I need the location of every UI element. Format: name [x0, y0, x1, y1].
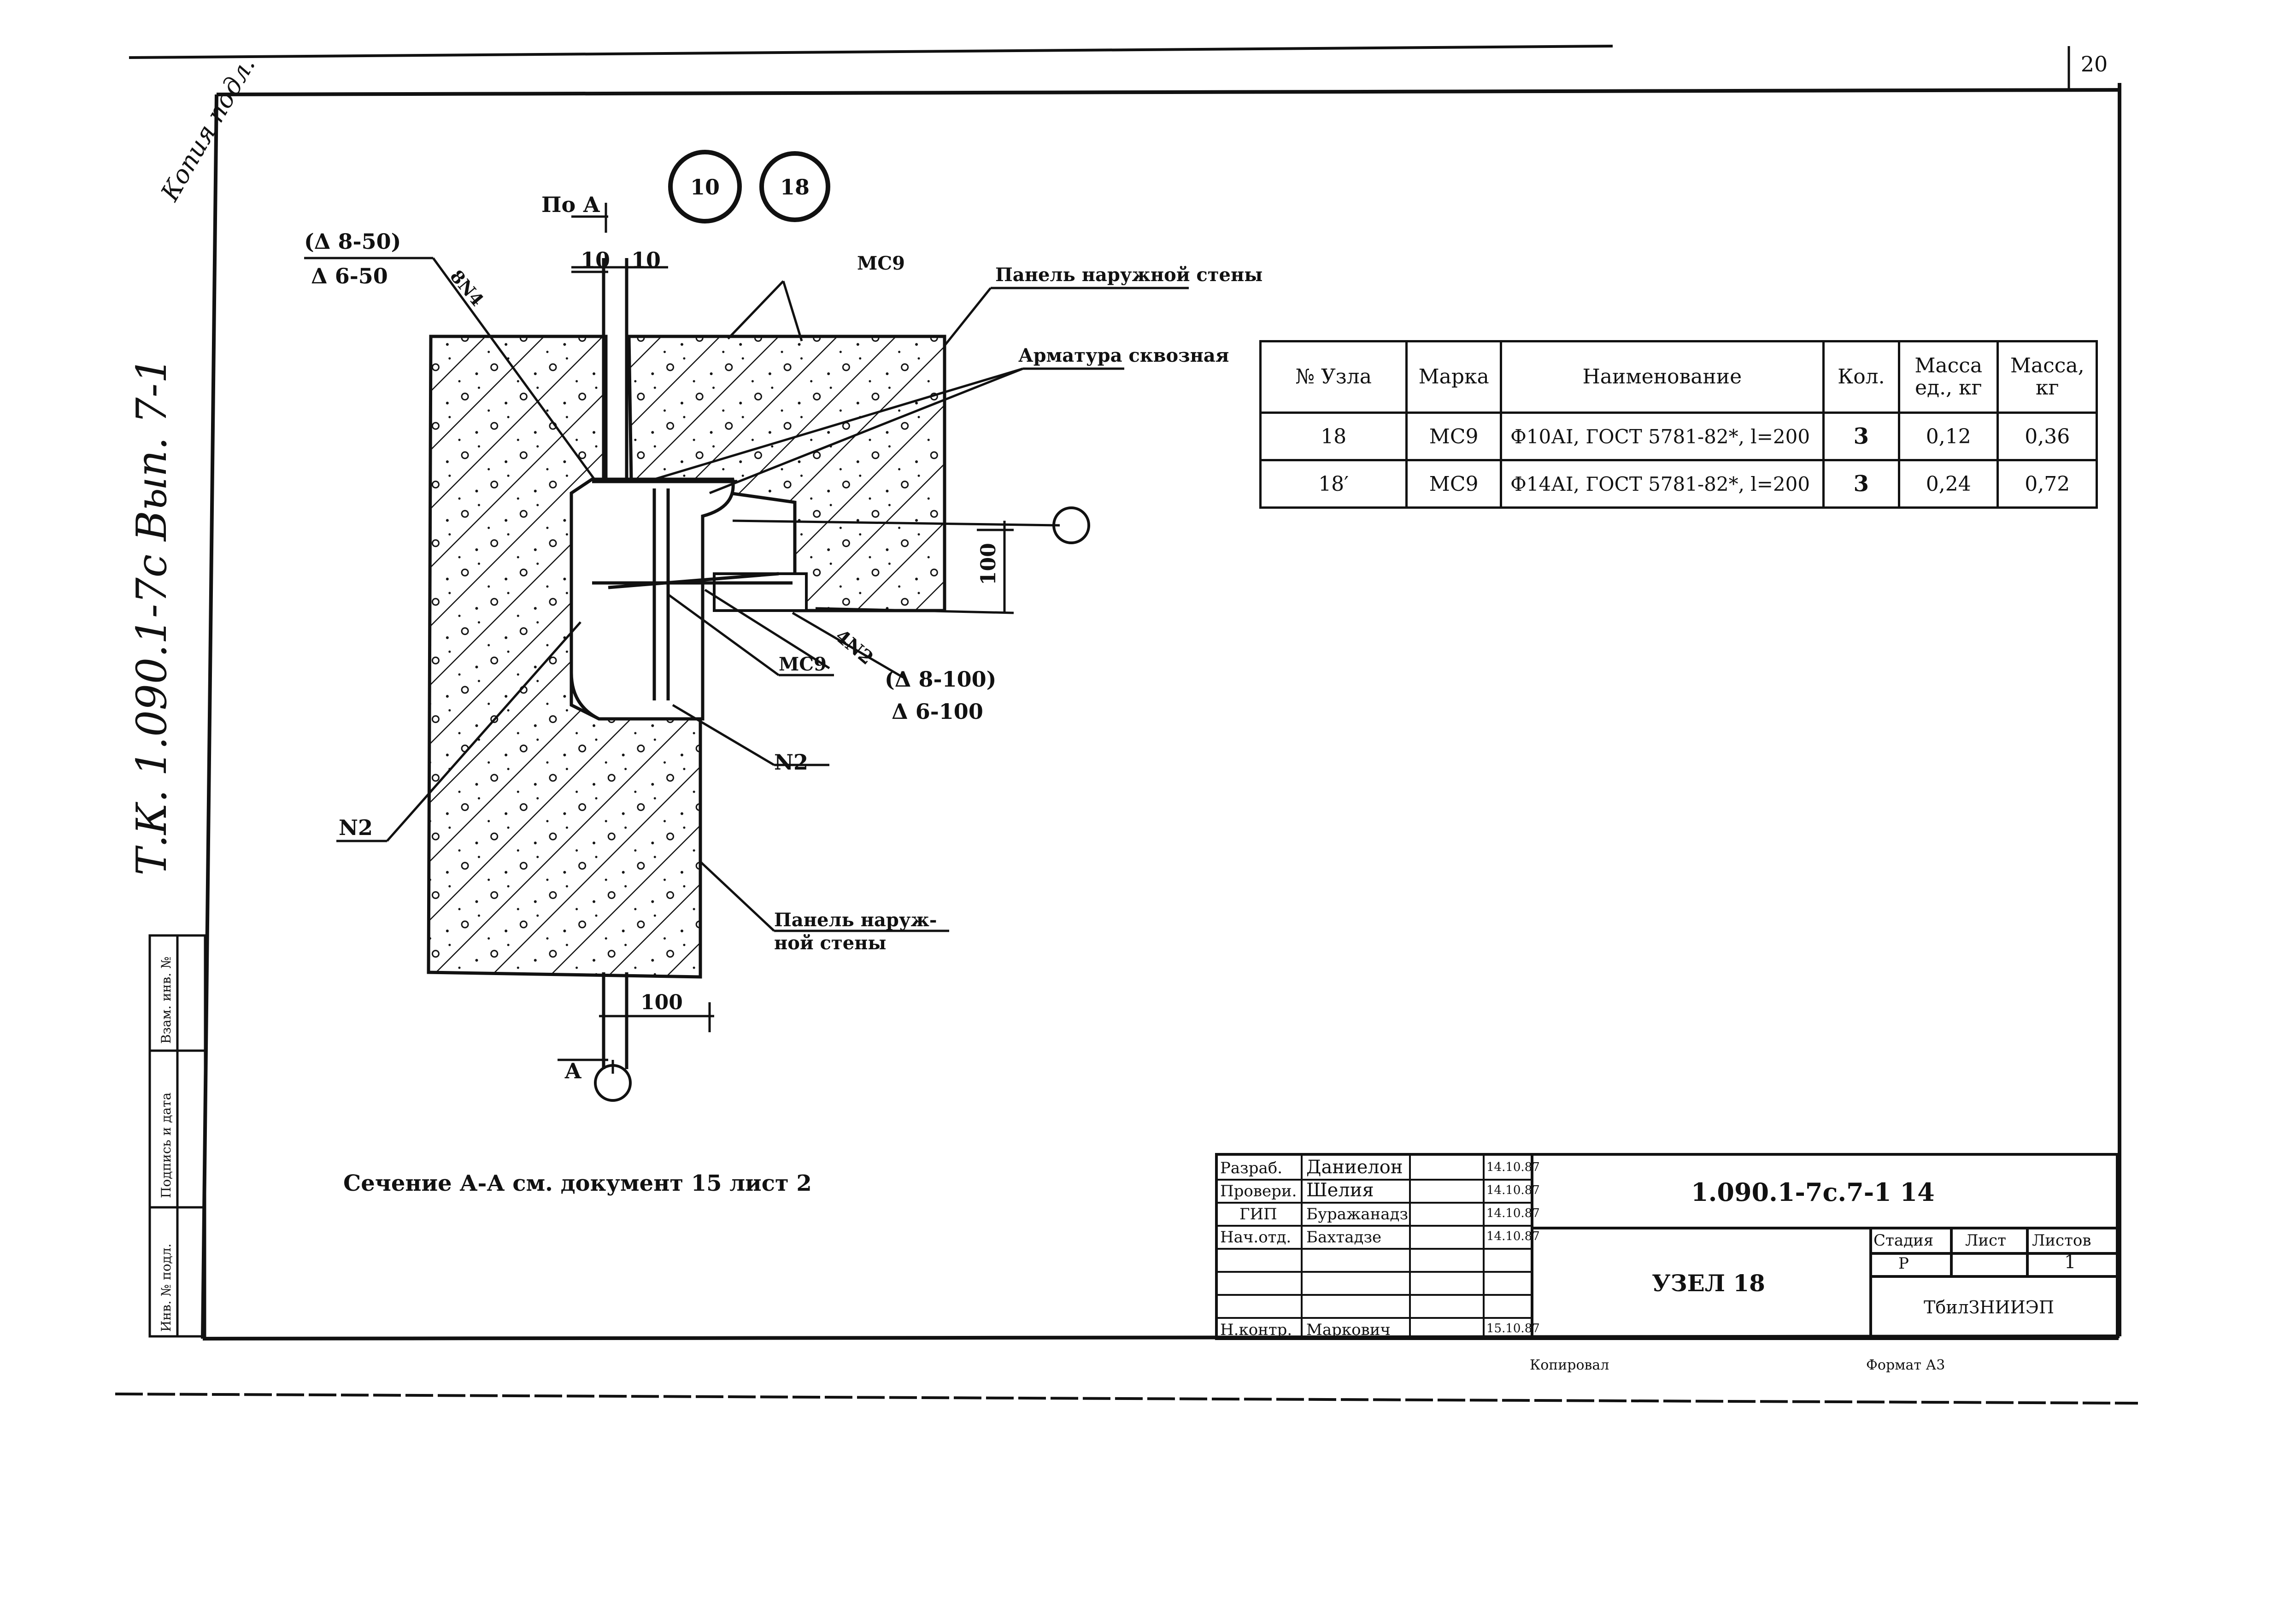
tb-date-4: 15.10.87: [1486, 1322, 1540, 1335]
cut-label: По А: [541, 192, 600, 217]
tb-doc-code: 1.090.1-7с.7-1 14: [1691, 1177, 1935, 1207]
left-handwritten-note: Т.К. 1.090.1-7с Вып. 7-1: [128, 357, 176, 876]
label-mc9-mid: МС9: [779, 653, 827, 675]
section-mark: А: [564, 1058, 582, 1083]
label-panel-bottom-b: ной стены: [774, 932, 887, 954]
tb-sheets-value: 1: [2064, 1252, 2076, 1273]
cell-mark: МС9: [1405, 459, 1502, 509]
table-row: 18′ МС9 Ф14АI, ГОСТ 5781-82*, l=200 3 0,…: [1259, 459, 2098, 509]
stamp-label-inv: Инв. № подл.: [159, 1244, 174, 1332]
tb-date-3: 14.10.87: [1486, 1229, 1540, 1243]
col-qty: Кол.: [1822, 340, 1901, 414]
tb-date-1: 14.10.87: [1486, 1183, 1540, 1197]
callout-node-label: 10: [690, 175, 720, 200]
concrete-panel: [427, 335, 946, 979]
tb-format: Формат А3: [1866, 1357, 1945, 1373]
tb-name-1: Шелия: [1306, 1180, 1374, 1201]
dim-100-vert: 100: [977, 543, 1000, 585]
spec-table-header: № Узла Марка Наименование Кол. Масса ед.…: [1259, 340, 2098, 414]
tb-stage-value: Р: [1898, 1254, 1909, 1273]
tb-role-2: ГИП: [1239, 1205, 1277, 1223]
stamp-label-sign: Подпись и дата: [159, 1093, 174, 1198]
section-circles: [594, 150, 1090, 1102]
tb-role-4: Н.контр.: [1220, 1321, 1292, 1339]
cell-unit-mass: 0,24: [1898, 459, 1999, 509]
tb-name-3: Бахтадзе: [1306, 1228, 1382, 1247]
label-spacing-top-a: (Δ 8-50): [304, 229, 401, 254]
tb-stage-header: Стадия: [1873, 1231, 1934, 1250]
cell-mass: 0,72: [1997, 459, 2098, 509]
label-spacing-mid-a: (Δ 8-100): [885, 667, 996, 692]
tb-org: ТбилЗНИИЭП: [1924, 1297, 2054, 1317]
cell-node: 18: [1259, 412, 1408, 461]
tb-name-4: Маркович: [1306, 1321, 1391, 1339]
sheet-frame: [115, 45, 2138, 1405]
tb-name-2: Буражанадз: [1306, 1205, 1408, 1223]
dim-100-horiz: 100: [640, 991, 683, 1014]
left-stamp: [148, 934, 206, 1338]
dim-10a: 10: [581, 247, 610, 272]
cell-node: 18′: [1259, 459, 1408, 509]
tb-sheets-header: Листов: [2032, 1231, 2091, 1250]
spec-table: № Узла Марка Наименование Кол. Масса ед.…: [1259, 340, 2098, 509]
label-n2-left: N2: [339, 815, 373, 840]
cell-qty: 3: [1822, 412, 1901, 461]
label-mc9-top: МС9: [857, 253, 905, 274]
tb-date-0: 14.10.87: [1486, 1160, 1540, 1174]
col-name: Наименование: [1499, 340, 1825, 414]
col-unit-mass: Масса ед., кг: [1898, 340, 1999, 414]
label-armatura: Арматура сквозная: [1018, 345, 1229, 366]
section-note: Сечение А-А см. документ 15 лист 2: [343, 1170, 812, 1196]
label-spacing-mid-b: Δ 6-100: [892, 699, 983, 724]
tb-sheet-header: Лист: [1965, 1231, 2006, 1250]
tb-title: УЗЕЛ 18: [1652, 1270, 1765, 1297]
cell-unit-mass: 0,12: [1898, 412, 1999, 461]
tb-name-0: Даниелон: [1306, 1157, 1403, 1178]
cell-qty: 3: [1822, 459, 1901, 509]
stamp-label-replace: Взам. инв. №: [159, 956, 174, 1044]
label-spacing-top-b: Δ 6-50: [311, 264, 388, 288]
tb-date-2: 14.10.87: [1486, 1206, 1540, 1220]
table-row: 18 МС9 Ф10АI, ГОСТ 5781-82*, l=200 3 0,1…: [1259, 412, 2098, 461]
tb-role-0: Разраб.: [1220, 1159, 1283, 1177]
page-number: 20: [2081, 52, 2108, 76]
label-panel-bottom-a: Панель наруж-: [774, 909, 937, 931]
dim-10b: 10: [631, 247, 661, 272]
cell-name: Ф14АI, ГОСТ 5781-82*, l=200: [1499, 459, 1825, 509]
tb-role-1: Провери.: [1220, 1182, 1297, 1200]
leader-lines: [304, 203, 1189, 1074]
cell-mark: МС9: [1405, 412, 1502, 461]
cell-name: Ф10АI, ГОСТ 5781-82*, l=200: [1499, 412, 1825, 461]
cell-mass: 0,36: [1997, 412, 2098, 461]
callout-node-alt-label: 18: [780, 175, 810, 200]
col-node: № Узла: [1259, 340, 1408, 414]
label-n2-right: N2: [774, 750, 808, 775]
col-mark: Марка: [1405, 340, 1502, 414]
tb-copied: Копировал: [1530, 1357, 1609, 1373]
tb-role-3: Нач.отд.: [1220, 1228, 1292, 1247]
label-panel-top: Панель наружной стены: [995, 264, 1263, 286]
col-mass: Масса, кг: [1997, 340, 2098, 414]
